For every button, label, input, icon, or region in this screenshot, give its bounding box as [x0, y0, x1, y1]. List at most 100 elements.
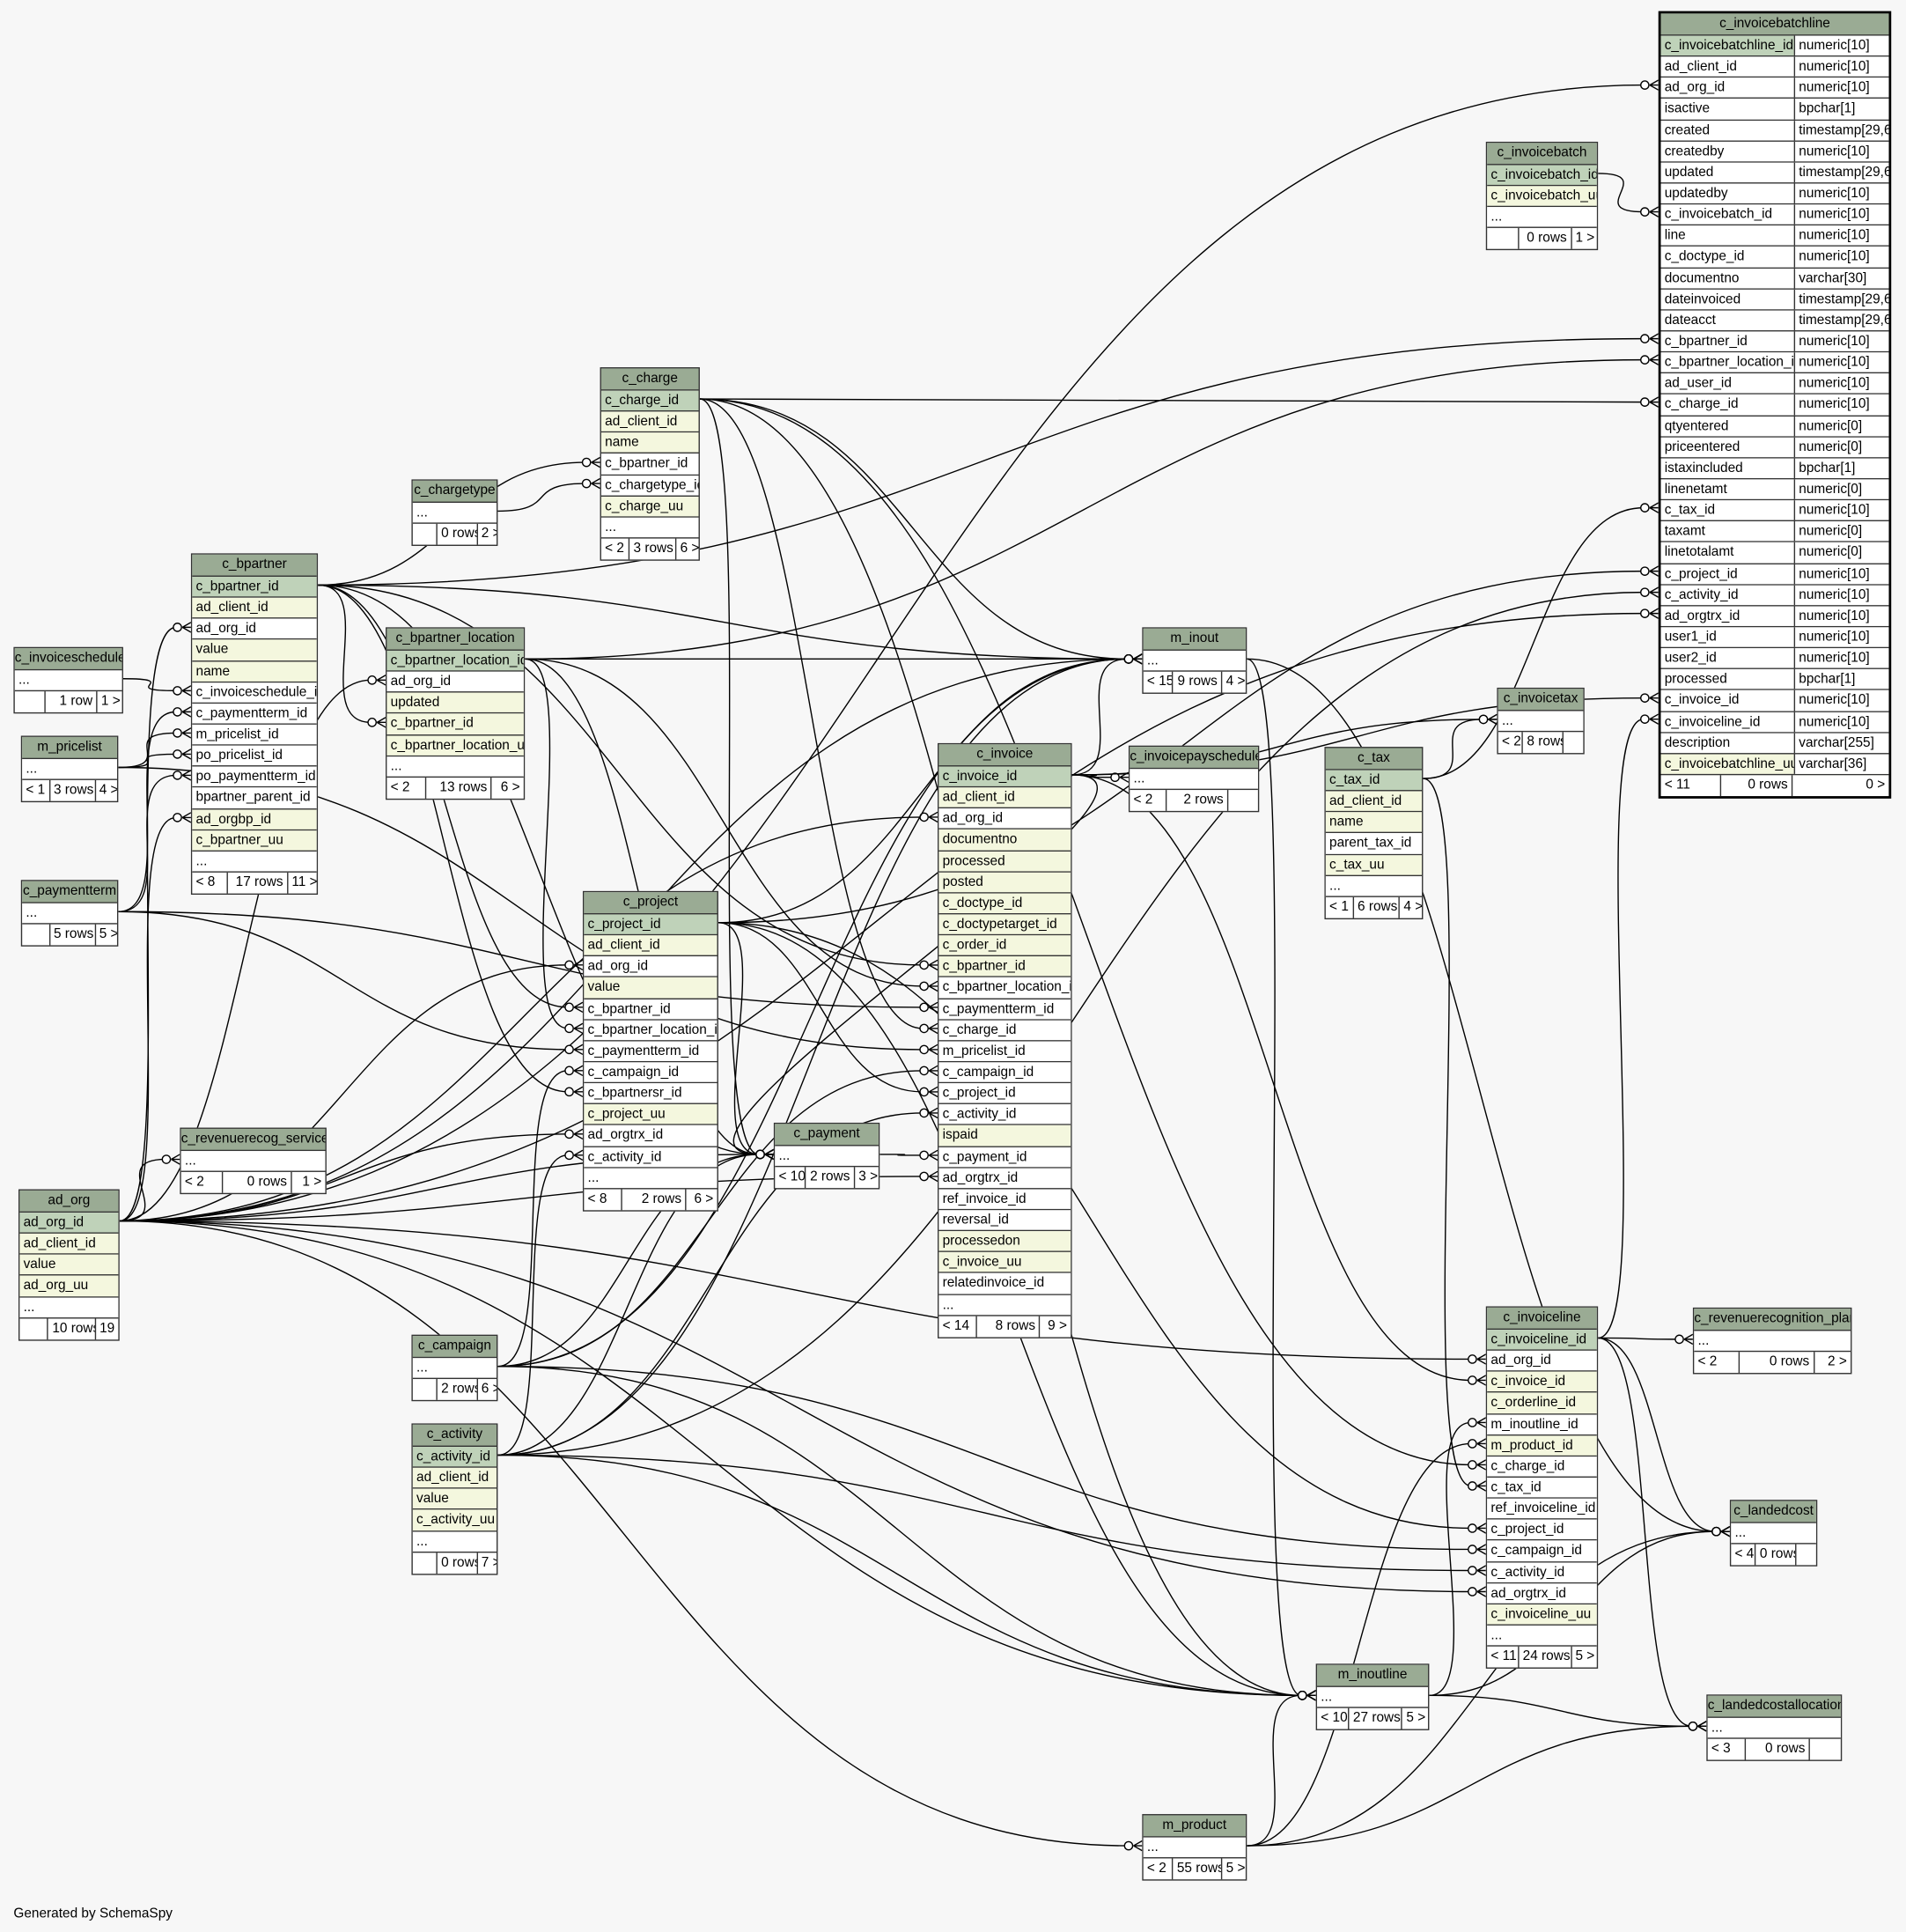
column-row[interactable]: ad_org_id [938, 808, 1071, 830]
children-link[interactable]: 5 > [1570, 1646, 1597, 1668]
parents-link[interactable] [413, 524, 437, 545]
column-row[interactable]: c_tax_uu [1325, 854, 1423, 876]
children-link[interactable] [1226, 790, 1258, 812]
table-title[interactable]: m_pricelist [22, 736, 117, 760]
table-title[interactable]: c_invoiceline [1487, 1307, 1597, 1331]
column-row[interactable]: ... [1143, 1837, 1246, 1859]
parents-link[interactable]: < 2 [1133, 793, 1153, 807]
column-row[interactable]: m_pricelist_id [192, 724, 317, 746]
parents-link[interactable]: < 14 [942, 1317, 970, 1333]
column-row[interactable]: ... [14, 670, 122, 692]
parents-link[interactable]: < 2 [1146, 1861, 1166, 1877]
primary-key-column[interactable]: c_invoice_id [938, 766, 1071, 788]
column-row[interactable]: c_tax_id [1487, 1477, 1597, 1499]
table-title[interactable]: m_product [1143, 1815, 1246, 1838]
column-row[interactable]: value [412, 1488, 497, 1510]
column-row[interactable]: c_bpartner_location_id [938, 977, 1071, 999]
column-row[interactable]: c_doctype_id [938, 893, 1071, 915]
children-link[interactable]: 6 > [685, 1189, 717, 1211]
column-row[interactable]: ... [19, 1297, 119, 1319]
column-row[interactable]: ... [1694, 1331, 1851, 1353]
children-link[interactable] [1795, 1544, 1816, 1566]
column-row[interactable]: ad_org_id [386, 671, 524, 693]
column-row[interactable]: ... [22, 759, 117, 781]
table-title[interactable]: c_invoicepayschedule [1130, 747, 1258, 770]
column-row[interactable]: c_invoiceline_uu [1487, 1604, 1597, 1626]
table-title[interactable]: c_payment [775, 1124, 879, 1147]
column-row[interactable]: ref_invoiceline_id [1487, 1498, 1597, 1520]
column-row[interactable]: m_pricelist_id [938, 1041, 1071, 1063]
column-row[interactable]: po_paymentterm_id [192, 766, 317, 788]
column-row[interactable]: c_paymentterm_id [192, 703, 317, 725]
table-title[interactable]: c_project [584, 892, 718, 915]
column-row[interactable]: c_bpartner_id [584, 999, 718, 1021]
column-row[interactable]: ... [775, 1146, 879, 1168]
parents-link[interactable]: < 3 [1711, 1741, 1731, 1757]
column-row[interactable]: c_paymentterm_id [584, 1041, 718, 1063]
parents-link[interactable]: < 8 [195, 874, 216, 890]
column-row[interactable]: documentno [938, 830, 1071, 852]
table-title[interactable]: c_charge [600, 368, 699, 391]
column-row[interactable]: m_inoutline_id [1487, 1414, 1597, 1436]
column-row[interactable]: ... [600, 517, 699, 539]
table-title[interactable]: c_landedcostallocation [1707, 1695, 1841, 1718]
primary-key-column[interactable]: c_bpartner_id [192, 576, 317, 598]
column-row[interactable]: ... [22, 903, 117, 925]
children-link[interactable]: 6 > [674, 538, 699, 560]
column-row[interactable]: c_campaign_id [1487, 1540, 1597, 1562]
table-title[interactable]: c_tax [1325, 748, 1423, 771]
column-row[interactable]: ... [386, 756, 524, 778]
table-title[interactable]: c_invoicetax [1498, 689, 1584, 712]
children-link[interactable]: 4 > [1221, 671, 1246, 693]
column-row[interactable]: ad_client_id [412, 1468, 497, 1489]
column-row[interactable]: reversal_id [938, 1210, 1071, 1232]
column-row[interactable]: c_bpartner_location_id [584, 1020, 718, 1042]
column-row[interactable]: po_pricelist_id [192, 745, 317, 767]
column-row[interactable]: c_invoice_uu [938, 1252, 1071, 1274]
column-row[interactable]: ad_client_id [584, 935, 718, 957]
children-link[interactable]: 1 > [291, 1172, 325, 1193]
column-row[interactable]: ad_org_id [584, 956, 718, 978]
column-row[interactable]: c_project_uu [584, 1104, 718, 1126]
table-title[interactable]: c_invoiceschedule [14, 648, 122, 671]
table-title[interactable]: c_chargetype [412, 480, 497, 503]
children-link[interactable]: 6 > [490, 777, 524, 799]
column-row[interactable]: c_activity_id [938, 1104, 1071, 1126]
column-row[interactable]: value [19, 1255, 119, 1277]
column-row[interactable]: name [600, 432, 699, 454]
parents-link[interactable]: < 11 [1490, 1648, 1517, 1664]
parents-link[interactable]: < 1 [1329, 899, 1349, 915]
column-row[interactable]: ad_org_id [1487, 1351, 1597, 1373]
parents-link[interactable] [1487, 228, 1518, 249]
table-title[interactable]: c_bpartner [192, 554, 317, 577]
column-row[interactable]: relatedinvoice_id [938, 1273, 1071, 1295]
column-row[interactable]: ispaid [938, 1125, 1071, 1147]
table-title[interactable]: c_landedcost [1731, 1501, 1816, 1523]
primary-key-column[interactable]: c_invoiceline_id [1487, 1330, 1597, 1352]
parents-link[interactable]: < 10 [1321, 1710, 1348, 1726]
column-row[interactable]: c_doctypetarget_id [938, 914, 1071, 936]
table-title[interactable]: c_invoice [938, 744, 1071, 767]
primary-key-column[interactable]: ad_org_id [19, 1213, 119, 1235]
